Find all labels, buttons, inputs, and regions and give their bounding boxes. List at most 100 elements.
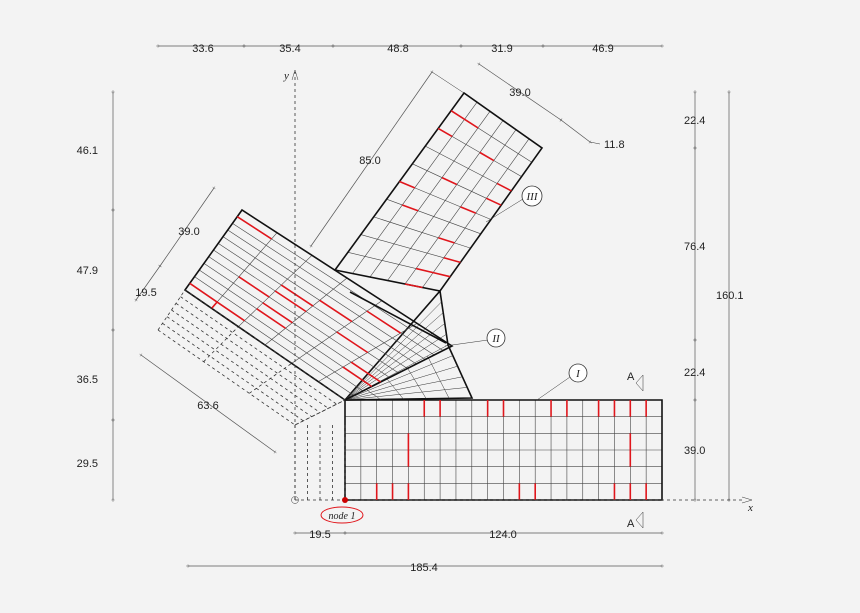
dim-lower-left: 63.6 bbox=[197, 400, 218, 412]
region-iii-highlighted-edge bbox=[464, 118, 479, 129]
left-branch-highlighted-edge bbox=[280, 284, 314, 307]
node-1-label: node 1 bbox=[329, 511, 356, 522]
dim-right-1: 22.4 bbox=[684, 115, 705, 127]
dim-line-left-branch-offset bbox=[134, 264, 162, 302]
region-ii-fan-line bbox=[344, 387, 468, 401]
dim-left-4: 29.5 bbox=[77, 458, 98, 470]
dim-line-branch-length bbox=[309, 70, 434, 248]
section-mark-top: A bbox=[627, 371, 635, 383]
dim-top-2: 35.4 bbox=[279, 43, 300, 55]
region-iii-grid-line bbox=[352, 101, 478, 274]
region-ii-fan-line bbox=[344, 355, 453, 401]
dashed-region-grid-line bbox=[180, 296, 337, 405]
dim-branch-length: 85.0 bbox=[359, 155, 380, 167]
left-branch-highlighted-edge bbox=[262, 302, 293, 324]
dim-left-branch-offset: 19.5 bbox=[135, 287, 156, 299]
region-iii-label: III bbox=[526, 191, 539, 203]
region-callouts bbox=[444, 185, 588, 401]
region-ii-fan-line bbox=[344, 312, 444, 401]
left-branch-highlighted-edge bbox=[319, 299, 353, 323]
left-branch-highlighted-edge bbox=[336, 331, 369, 354]
region-iii-highlighted-edge bbox=[438, 236, 455, 244]
section-mark-bottom: A bbox=[627, 518, 635, 530]
region-ii-arc-line bbox=[427, 355, 450, 399]
dim-right-3: 22.4 bbox=[684, 367, 705, 379]
left-branch-highlighted-edge bbox=[274, 290, 307, 313]
y-axis-label: y bbox=[283, 70, 289, 82]
dim-right-total: 160.1 bbox=[716, 290, 744, 302]
dim-left-branch-width: 39.0 bbox=[178, 226, 199, 238]
dim-left-1: 46.1 bbox=[77, 145, 98, 157]
region-ii-fan-line bbox=[344, 301, 442, 401]
region-iii-highlighted-edge bbox=[432, 271, 451, 278]
dim-bottom-1: 19.5 bbox=[309, 529, 330, 541]
dim-left-3: 36.5 bbox=[77, 374, 98, 386]
dim-top-3: 48.8 bbox=[387, 43, 408, 55]
region-iii-highlighted-edge bbox=[450, 110, 465, 120]
region-ii-label: II bbox=[491, 333, 501, 345]
region-ii-arc-line bbox=[386, 377, 404, 400]
dim-leader-line bbox=[589, 141, 601, 145]
region-iii-highlighted-edge bbox=[402, 204, 419, 212]
region-iii-grid-line bbox=[369, 111, 491, 278]
left-branch-outline bbox=[183, 208, 454, 401]
left-branch-highlighted-edge bbox=[189, 282, 218, 303]
region-iii-highlighted-edge bbox=[437, 127, 453, 138]
dashed-construction-lines bbox=[157, 289, 346, 500]
dashed-region-grid-line bbox=[203, 326, 239, 362]
region-iii-highlighted-edge bbox=[404, 283, 423, 289]
dim-line-lower-left bbox=[139, 353, 277, 454]
left-branch-grid-line bbox=[318, 323, 418, 382]
dim-right-2: 76.4 bbox=[684, 241, 705, 253]
dim-top-1: 33.6 bbox=[192, 43, 213, 55]
dimension-lines bbox=[111, 44, 731, 568]
dim-line-upper-right-offset bbox=[559, 118, 592, 144]
dim-upper-right-offset: 11.8 bbox=[604, 139, 625, 151]
dim-top-5: 46.9 bbox=[592, 43, 613, 55]
region-iii-grid-line bbox=[387, 120, 504, 281]
region-iii-highlighted-edge bbox=[443, 256, 461, 264]
region-iii-highlighted-edge bbox=[460, 206, 477, 214]
dim-bottom-2: 124.0 bbox=[489, 529, 517, 541]
region-iii-highlighted-edge bbox=[496, 182, 512, 192]
dim-extension-line bbox=[431, 71, 465, 94]
left-branch-highlighted-edge bbox=[236, 215, 272, 240]
left-branch-highlighted-edge bbox=[211, 301, 218, 309]
dim-top-4: 31.9 bbox=[491, 43, 512, 55]
origin-marker bbox=[291, 496, 299, 504]
dim-line-upper-right-width bbox=[477, 62, 563, 122]
dashed-region-grid-line bbox=[166, 316, 312, 417]
region-iii-outline bbox=[333, 91, 544, 292]
dashed-region-grid-line bbox=[175, 303, 329, 409]
left-branch-grid-line bbox=[211, 232, 278, 309]
region-i-label: I bbox=[575, 368, 581, 380]
region-iii-highlighted-edge bbox=[441, 176, 458, 186]
region-ii-outline bbox=[343, 289, 474, 401]
region-ii-arc-line bbox=[406, 366, 427, 399]
left-branch-highlighted-edge bbox=[342, 366, 373, 388]
dim-upper-right-width: 39.0 bbox=[509, 87, 530, 99]
coordinate-axes bbox=[291, 69, 753, 504]
dashed-region-grid-line bbox=[171, 309, 321, 413]
left-branch-highlighted-edge bbox=[238, 276, 270, 298]
dim-right-4: 39.0 bbox=[684, 445, 705, 457]
dim-line-left-branch-width bbox=[158, 186, 216, 268]
left-branch-highlighted-edge bbox=[256, 308, 286, 329]
region-iii-highlighted-edge bbox=[399, 180, 416, 189]
left-branch-highlighted-edge bbox=[350, 361, 382, 383]
region-ii-fan-line bbox=[344, 333, 447, 401]
node-1-badge bbox=[320, 506, 364, 524]
region-iii-highlighted-edge bbox=[486, 197, 502, 206]
region-ii-fan-line bbox=[344, 376, 463, 401]
left-branch-seam bbox=[349, 291, 447, 344]
node-1-marker bbox=[342, 497, 348, 503]
dim-left-2: 47.9 bbox=[77, 265, 98, 277]
region-iii-highlighted-edge bbox=[479, 151, 495, 162]
region-iii-highlighted-edge bbox=[415, 267, 434, 274]
dashed-region-grid-line bbox=[162, 323, 304, 422]
region-ii-fan-line bbox=[344, 323, 445, 401]
region-ii-fan-line bbox=[344, 365, 458, 401]
section-markers bbox=[635, 374, 644, 529]
left-branch-highlighted-edge bbox=[366, 310, 401, 334]
